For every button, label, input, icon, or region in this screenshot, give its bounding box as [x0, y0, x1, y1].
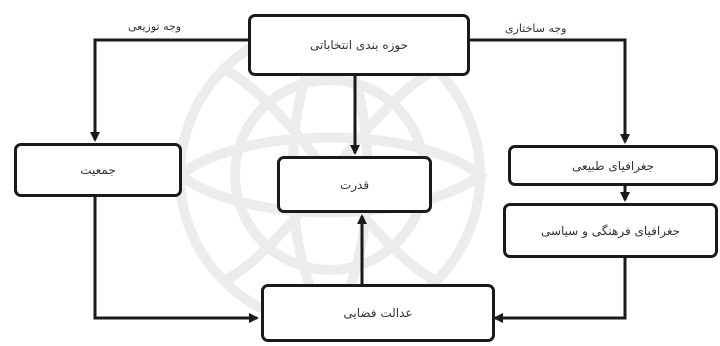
arrow-population-to-spatial-justice [93, 197, 259, 323]
arrow-cultural-to-spatial-justice [493, 258, 627, 323]
edge-label-distributional: وجه توزیعی [128, 20, 182, 33]
edge-label-structural: وجه ساختاری [505, 22, 567, 35]
node-population: جمعیت [14, 143, 182, 197]
node-spatial-justice: عدالت فضایی [261, 284, 495, 342]
arrow-districting-to-population [90, 38, 248, 142]
arrow-districting-to-natural-geography [470, 38, 630, 144]
node-power: قدرت [277, 156, 432, 213]
node-natural-geography: جغرافیای طبیعی [508, 145, 718, 186]
node-cultural-political-geography: جغرافیای فرهنگی و سیاسی [503, 203, 718, 258]
node-districting: حوزه بندی انتخاباتی [248, 14, 470, 76]
